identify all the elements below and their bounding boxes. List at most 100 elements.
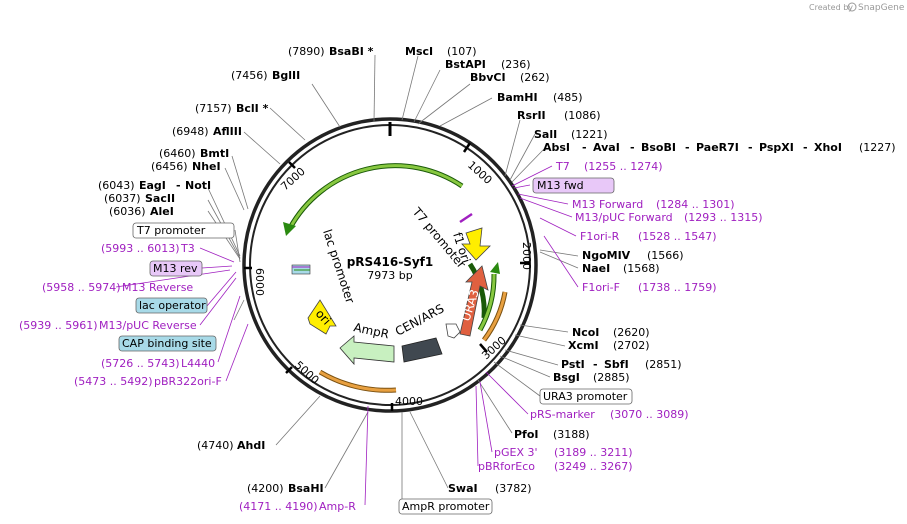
pbrforeco-pos: (3249 .. 3267) (554, 460, 633, 473)
afliii-pos: (6948) (172, 125, 209, 138)
m13rev-name: M13 rev (153, 262, 198, 275)
naei-name: NaeI (582, 262, 610, 275)
sbfi-name: SbfI (604, 358, 629, 371)
ahdi-name: AhdI (237, 439, 265, 452)
leader-t7 (511, 165, 553, 187)
bsahi-pos: (4200) (247, 482, 284, 495)
ahdi-pos: (4740) (197, 439, 234, 452)
m13forward-name: M13 Forward (572, 198, 643, 211)
leader-swai (409, 411, 449, 489)
primer-leader-lines (115, 165, 579, 506)
leader-ahdi (275, 395, 321, 446)
bglii-name: BglII (272, 69, 300, 82)
mcs-sep-2: - (630, 141, 635, 154)
leader-l4440 (217, 295, 241, 363)
xcmi-pos: (2702) (613, 339, 650, 352)
leader-bsabi (373, 54, 376, 123)
m13pucf-pos: (1293 .. 1315) (684, 211, 763, 224)
msci-name: MscI (405, 45, 433, 58)
cap-name: CAP binding site (122, 337, 212, 350)
arc-ura3-green-head-icon (490, 262, 500, 274)
plasmid-size: 7973 bp (367, 269, 412, 282)
paer7i-name: PaeR7I (696, 141, 739, 154)
site-labels-left: (6460) BmtI (6456) NheI (6043) EagI - No… (98, 147, 229, 218)
psti-sep: - (593, 358, 598, 371)
snapgene-logo-icon (847, 2, 857, 12)
amprprom-box (398, 498, 493, 515)
eagi-name: EagI (139, 179, 166, 192)
leader-cap (233, 299, 245, 321)
bsobi-name: BsoBI (641, 141, 676, 154)
small-white-arrow-icon (445, 323, 461, 339)
leader-ngomiv (539, 249, 579, 257)
bbvci-pos: (262) (520, 71, 550, 84)
leader-bbvci (417, 83, 471, 125)
bsahi-name: BsaHI (288, 482, 324, 495)
ampr-arrow (339, 335, 395, 366)
leader-bstapi (413, 69, 441, 123)
xhoi-name: XhoI (814, 141, 842, 154)
pbr322-pos: (5473 .. 5492) (74, 375, 153, 388)
leader-rsmarker (485, 371, 529, 415)
alei-name: AleI (150, 205, 174, 218)
tick-5000 (285, 366, 293, 374)
bcli-pos: (7157) (195, 102, 232, 115)
naei-pos: (1568) (623, 262, 660, 275)
m13reverse-name: M13 Reverse (122, 281, 193, 294)
cen-ars-label: CEN/ARS (393, 301, 447, 338)
ura3-arrow (459, 265, 489, 337)
bamhi-name: BamHI (497, 91, 538, 104)
pgex-pos: (3189 .. 3211) (554, 446, 633, 459)
sacii-name: SacII (145, 192, 175, 205)
leader-bsgi (499, 355, 551, 378)
site-labels-bottom: (4740) AhdI PfoI (3188) (4200) BsaHI Swa… (197, 428, 590, 495)
leader-bmti (231, 155, 249, 210)
ampr-primer-pos: (4171 .. 4190) (239, 500, 318, 513)
bsabi-name: BsaBI * (329, 45, 374, 58)
avai-name: AvaI (593, 141, 620, 154)
leader-pbrforeco (475, 385, 479, 467)
eagi-pos: (6043) (98, 179, 135, 192)
leader-naei (539, 251, 579, 269)
pgex-name: pGEX 3' (494, 446, 538, 459)
t3prom-name: T7 promoter (136, 224, 206, 237)
f1orif-pos: (1738 .. 1759) (638, 281, 717, 294)
t7-pos: (1255 .. 1274) (584, 160, 663, 173)
leader-rsrii (504, 119, 521, 177)
m13pucr-name: M13/pUC Reverse (99, 319, 197, 332)
leader-m13pucf (519, 197, 573, 218)
t7-name: T7 (555, 160, 570, 173)
t3-pos: (5993 .. 6013) (101, 242, 180, 255)
feature-arcs (283, 163, 508, 393)
f1orif-name: F1ori-F (582, 281, 620, 294)
leader-t3prom (234, 229, 241, 263)
alei-pos: (6036) (109, 205, 146, 218)
leader-m13rev (201, 265, 233, 269)
m13fwd-name: M13 fwd (537, 179, 584, 192)
t7-primer-bar (459, 212, 473, 224)
leader-ncoi (519, 324, 569, 333)
mcs-sep-5: - (803, 141, 808, 154)
ura3-label: URA3 (459, 288, 482, 323)
leader-bcli (269, 107, 306, 141)
leader-sali (509, 133, 536, 181)
f1orir-pos: (1528 .. 1547) (638, 230, 717, 243)
tick-7000 (288, 161, 296, 169)
ncoi-name: NcoI (572, 326, 599, 339)
leader-bamhi (439, 97, 493, 127)
credit-prefix: Created by (809, 3, 853, 12)
site-labels-top: (7890) BsaBI * MscI (107) BstAPI (236) B… (172, 45, 896, 154)
rsrii-pos: (1086) (564, 109, 601, 122)
arc-small-green-outline (467, 262, 487, 319)
amprprom-name: AmpR promoter (402, 500, 490, 513)
leader-f1orir (539, 217, 577, 237)
leader-nhei (224, 167, 245, 211)
l4440-name: L4440 (181, 357, 215, 370)
sali-pos: (1221) (571, 128, 608, 141)
swai-pos: (3782) (495, 482, 532, 495)
m13forward-pos: (1284 .. 1301) (656, 198, 735, 211)
xcmi-name: XcmI (568, 339, 599, 352)
swai-name: SwaI (448, 482, 478, 495)
pbrforeco-name: pBRforEco (478, 460, 535, 473)
